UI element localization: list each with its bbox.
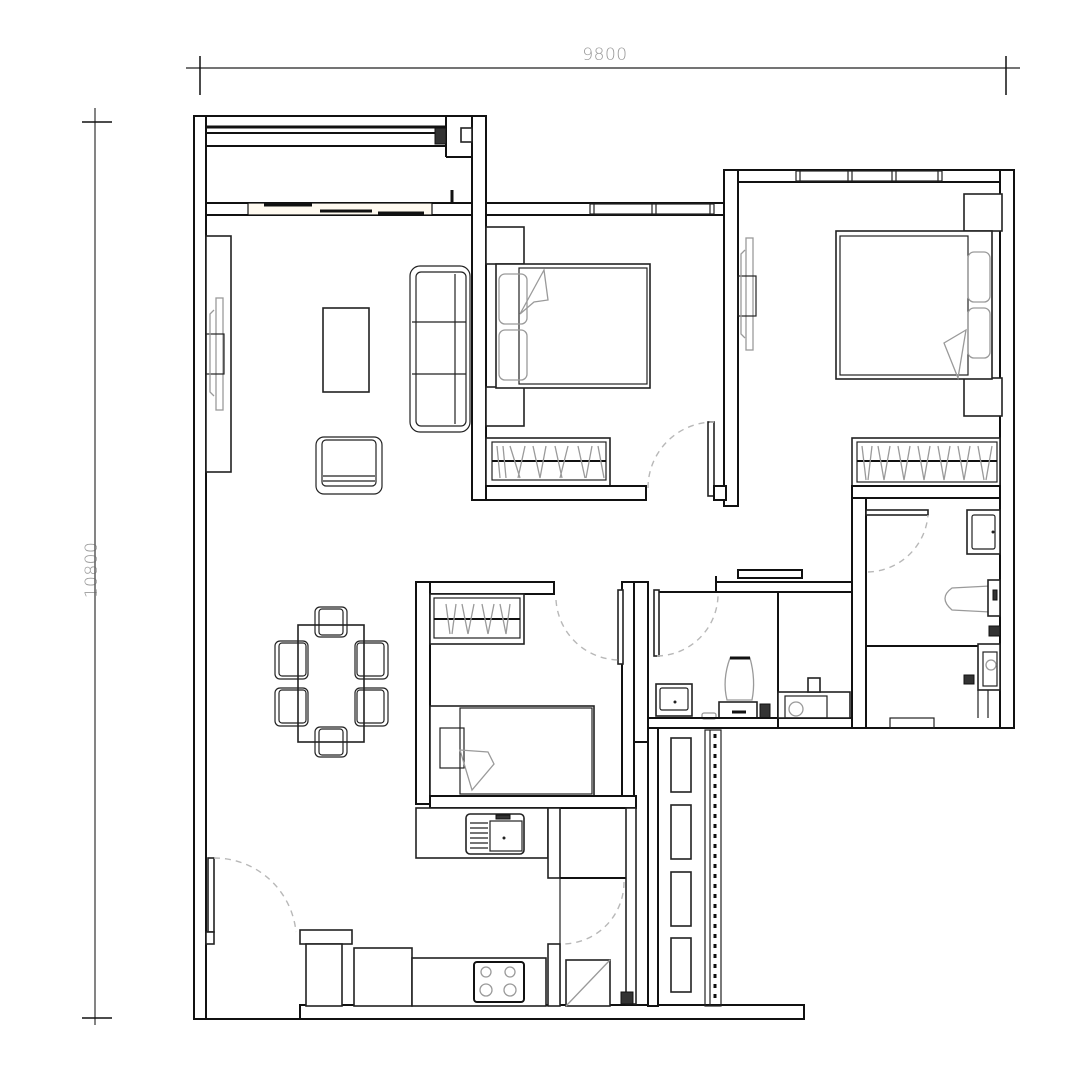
- shower: [963, 643, 1001, 718]
- toilet: [718, 656, 758, 719]
- master-tv: [737, 237, 757, 351]
- water-heater: [807, 677, 821, 693]
- living-room: [205, 235, 471, 495]
- armchair: [315, 436, 383, 495]
- width-dimension-label: 9800: [582, 45, 628, 65]
- width-dimension-line: [186, 56, 1020, 95]
- master-bedroom-window: [795, 170, 943, 182]
- exterior-walls: [193, 115, 1015, 1020]
- bedroom-2-door[interactable]: [647, 421, 715, 497]
- balcony-sliding-door[interactable]: [205, 202, 473, 216]
- fridge-space: [305, 943, 343, 1007]
- counter: [353, 947, 413, 1007]
- basin: [655, 683, 693, 717]
- bedroom-2-window: [589, 203, 715, 215]
- common-bathroom: [648, 592, 852, 728]
- three-seater-sofa: [409, 265, 471, 433]
- dining-set: [274, 606, 389, 758]
- planter-ac-ledge: [647, 727, 722, 1007]
- wardrobe: [429, 593, 525, 645]
- height-dimension-line: [82, 108, 112, 1025]
- master-bath-window: [889, 717, 935, 729]
- floor-trap-icon: [988, 625, 1001, 637]
- common-bath-door-swing[interactable]: [656, 595, 719, 657]
- coffee-table: [322, 307, 370, 393]
- bedside-table: [963, 377, 1003, 417]
- floor-trap-icon: [434, 127, 447, 145]
- master-bathroom: [851, 497, 1001, 729]
- ac-unit: [670, 804, 692, 860]
- bedside-table: [963, 193, 1003, 232]
- tv-console: [205, 235, 232, 473]
- gas-hob-icon: [473, 961, 525, 1003]
- wardrobe: [851, 437, 1001, 487]
- bedside-table: [485, 226, 525, 265]
- ac-unit: [670, 871, 692, 927]
- wardrobe: [485, 437, 611, 487]
- bedside-table: [485, 386, 525, 427]
- master-bedroom: [737, 170, 1003, 499]
- kitchen: [299, 807, 637, 1007]
- pipe-shaft: [460, 127, 473, 143]
- bedroom-2: [485, 203, 727, 501]
- kitchen-sink: [465, 813, 525, 855]
- washing-machine: [784, 695, 828, 719]
- balcony: [205, 116, 473, 216]
- ac-unit: [670, 937, 692, 993]
- floor-trap-icon: [759, 703, 771, 719]
- utility-area: [777, 677, 851, 719]
- bedroom-3: [415, 581, 637, 809]
- master-bath-door[interactable]: [865, 509, 929, 573]
- toilet: [944, 579, 1001, 617]
- double-bed: [495, 263, 651, 389]
- queen-bed: [835, 230, 993, 381]
- bedroom-3-door-swing[interactable]: [555, 599, 621, 661]
- corridor-walls: [617, 569, 852, 805]
- main-entrance-door[interactable]: [205, 857, 297, 945]
- store-door-swing[interactable]: [561, 881, 625, 945]
- floor-trap-icon: [620, 991, 634, 1005]
- ac-unit: [670, 737, 692, 793]
- louvres: [704, 729, 722, 1007]
- single-bed: [429, 705, 595, 797]
